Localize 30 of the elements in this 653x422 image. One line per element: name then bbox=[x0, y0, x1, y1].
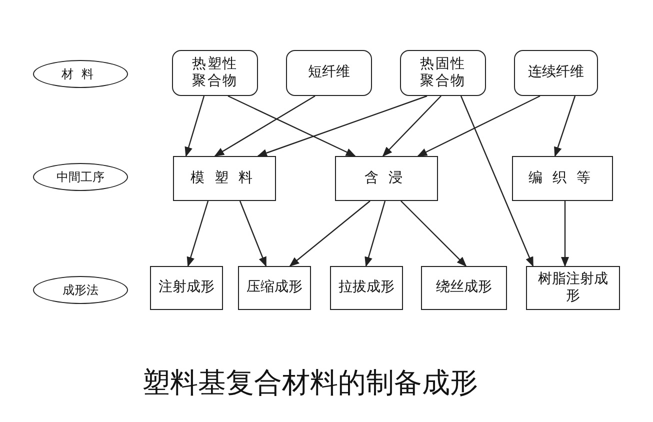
arrow bbox=[554, 96, 576, 157]
arrow bbox=[364, 200, 386, 267]
process-box: 含浸 bbox=[335, 156, 438, 201]
arrow bbox=[289, 200, 370, 267]
arrow bbox=[417, 95, 540, 157]
arrow bbox=[228, 95, 356, 157]
material-box: 热固性聚合物 bbox=[400, 50, 486, 96]
arrow bbox=[239, 200, 267, 267]
arrow bbox=[382, 96, 442, 157]
arrow bbox=[186, 200, 209, 267]
title: 塑料基复合材料的制备成形 bbox=[141, 365, 479, 401]
arrow bbox=[184, 96, 205, 157]
process-box: 编织等 bbox=[512, 156, 613, 201]
arrow bbox=[460, 96, 534, 267]
material-box: 短纤维 bbox=[286, 50, 372, 96]
category-ellipse: 材料 bbox=[33, 60, 128, 88]
process-box: 绕丝成形 bbox=[421, 266, 507, 310]
process-box: 注射成形 bbox=[150, 266, 223, 310]
category-ellipse: 成形法 bbox=[33, 276, 128, 304]
arrow bbox=[400, 200, 467, 267]
process-box: 压缩成形 bbox=[238, 266, 311, 310]
category-ellipse: 中間工序 bbox=[33, 163, 128, 191]
arrow bbox=[214, 95, 316, 157]
process-box: 拉拔成形 bbox=[330, 266, 403, 310]
arrow bbox=[561, 201, 569, 267]
arrow bbox=[257, 95, 428, 157]
process-box: 树脂注射成形 bbox=[526, 266, 620, 310]
material-box: 热塑性聚合物 bbox=[172, 50, 258, 96]
material-box: 连续纤维 bbox=[514, 50, 598, 96]
process-box: 模塑料 bbox=[173, 156, 276, 201]
